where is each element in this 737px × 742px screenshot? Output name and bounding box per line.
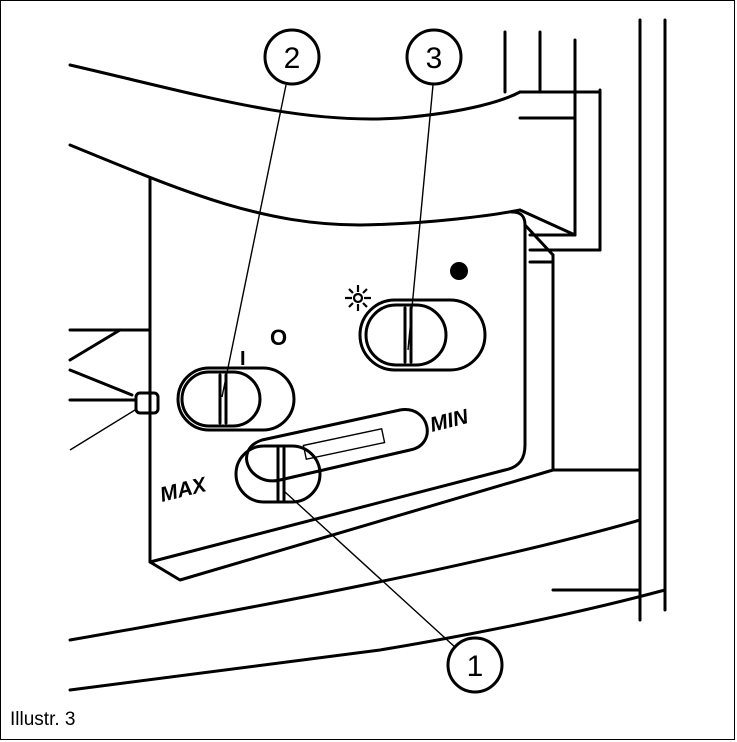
- off-label: O: [270, 325, 287, 350]
- on-off-switch-knob[interactable]: [180, 370, 262, 428]
- housing-bottom-2: [68, 588, 667, 692]
- figure-caption: Illustr. 3: [10, 709, 76, 730]
- callout-1-leader: [284, 491, 457, 649]
- svg-text:1: 1: [467, 650, 484, 683]
- on-off-switch-grip: [218, 373, 228, 425]
- right-lower-box: [551, 468, 642, 592]
- indicator-lamp: [134, 391, 160, 415]
- callout-3: 3: [405, 28, 463, 86]
- housing-left-diag-bottom: [68, 368, 134, 397]
- max-min-slider-grip: [276, 446, 286, 502]
- on-off-switch-housing: [176, 366, 296, 432]
- light-switch-knob[interactable]: [364, 303, 448, 367]
- right-bracket-bottom: [528, 248, 602, 264]
- housing-left-diag-lower: [69, 409, 136, 451]
- callout-3-leader: [407, 84, 434, 351]
- max-min-slider-track: [245, 408, 429, 483]
- sun-icon: [345, 285, 371, 311]
- panel-bottom-edge: [148, 468, 555, 582]
- right-frame-post: [503, 30, 602, 472]
- panel-side-edge: [523, 223, 555, 257]
- callout-2-leader: [221, 84, 287, 398]
- max-min-slider-groove: [302, 428, 386, 460]
- housing-left-diag-top: [68, 328, 122, 362]
- control-panel: [148, 176, 527, 564]
- min-label: MIN: [428, 405, 472, 437]
- housing-mid-curve: [68, 143, 522, 227]
- filled-circle-icon: [450, 262, 468, 280]
- housing-top-curve: [68, 63, 522, 121]
- right-bracket-top: [518, 90, 602, 237]
- housing-bottom-1: [68, 518, 642, 642]
- max-label: MAX: [158, 473, 211, 507]
- light-switch-housing: [358, 298, 487, 372]
- callout-1: 1: [446, 636, 504, 694]
- svg-text:2: 2: [284, 42, 301, 75]
- svg-text:3: 3: [426, 42, 443, 75]
- max-min-slider-knob[interactable]: [234, 444, 322, 504]
- on-label: I: [240, 348, 246, 370]
- callout-2: 2: [263, 28, 321, 86]
